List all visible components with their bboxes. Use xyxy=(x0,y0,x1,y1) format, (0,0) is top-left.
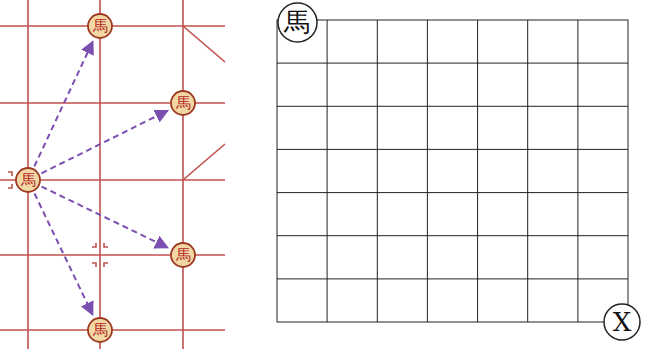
xiangqi-board xyxy=(0,0,225,349)
piece-label: 馬 xyxy=(93,323,108,338)
horse-piece: 馬 xyxy=(87,13,113,39)
piece-label: 馬 xyxy=(176,96,191,111)
horse-piece: 馬 xyxy=(87,317,113,343)
horse-piece: 馬 xyxy=(15,167,41,193)
move-arrow xyxy=(42,187,168,248)
move-arrow xyxy=(34,41,92,166)
piece-label: X xyxy=(613,309,632,335)
grid-board xyxy=(277,20,628,322)
move-arrow xyxy=(34,194,92,315)
horse-piece: 馬 xyxy=(170,242,196,268)
marker-circle: 馬 xyxy=(277,2,318,43)
piece-label: 馬 xyxy=(93,19,108,34)
move-arrow xyxy=(41,111,167,174)
horse-piece: 馬 xyxy=(170,90,196,116)
marker-circle: X xyxy=(603,303,641,341)
piece-label: 馬 xyxy=(21,173,36,188)
piece-label: 馬 xyxy=(176,248,191,263)
piece-label: 馬 xyxy=(284,9,310,35)
